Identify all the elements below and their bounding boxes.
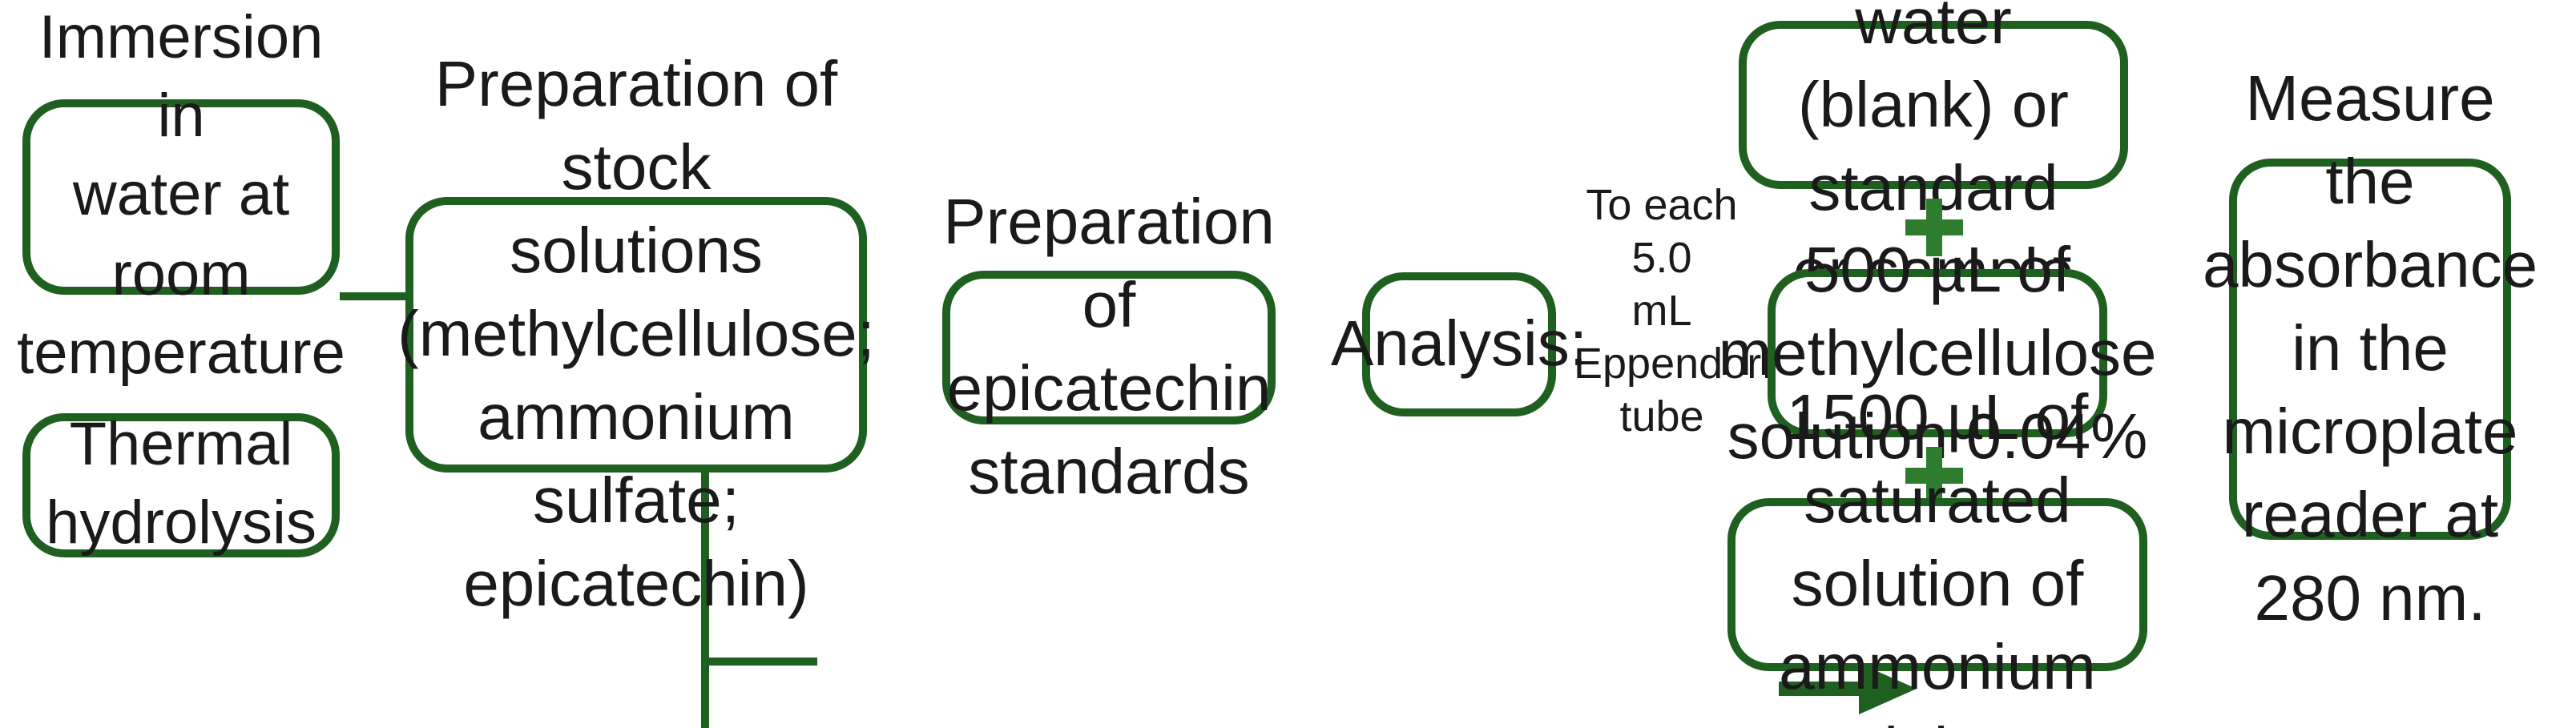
plus-icon-bottom — [1899, 444, 1969, 508]
wire-thermal-to-merge — [701, 662, 709, 728]
node-epicatechin-standards[interactable]: Preparation of epicatechin standards — [942, 187, 1276, 508]
node-immersion[interactable]: Immersion in water at room temperature — [17, 4, 345, 388]
node-water-blank-standard-sample[interactable]: 300 µL of water (blank) or standard or s… — [1739, 0, 2128, 307]
plus-icon-top — [1899, 195, 1969, 259]
node-ammonium-sulphate-solution[interactable]: 1500 µL of saturated solution of ammoniu… — [1727, 383, 2147, 728]
node-stock-solutions[interactable]: Preparation of stock solutions (methylce… — [397, 50, 875, 620]
node-measure-absorbance[interactable]: Measure the absorbance in the microplate… — [2202, 64, 2538, 634]
node-thermal-hydrolysis[interactable]: Thermal hydrolysis — [22, 411, 340, 557]
edge-label-to-each-tube: To each 5.0 mL Eppendorf tube — [1574, 181, 1774, 440]
node-analysis[interactable]: Analysis: — [1331, 272, 1587, 416]
